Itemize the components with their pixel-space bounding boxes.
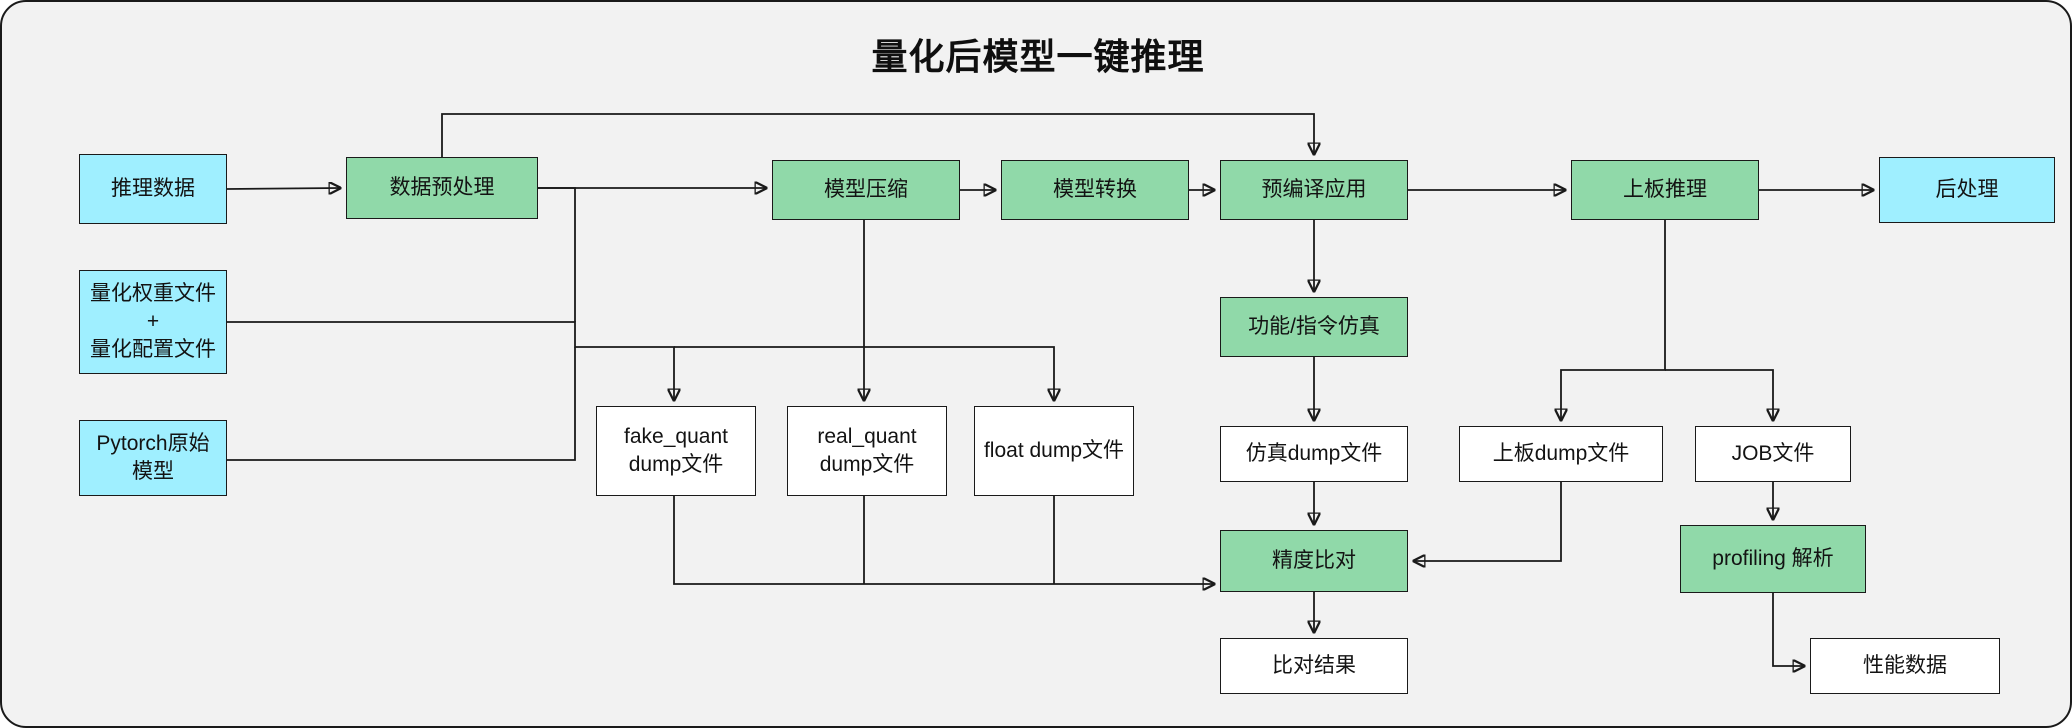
node-func_sim[interactable]: 功能/指令仿真 [1220, 297, 1408, 357]
edge-board-dump-to-accuracy-compare [1414, 482, 1562, 561]
node-pytorch_model[interactable]: Pytorch原始 模型 [79, 420, 227, 496]
edge-pytorch-model-to-float-dump [227, 347, 576, 461]
edge-preprocess-to-precompile-app [441, 113, 1314, 157]
node-job_file[interactable]: JOB文件 [1695, 426, 1851, 482]
edge-quant-files-to-fake-quant-dump [227, 321, 674, 400]
node-real_quant_dump[interactable]: real_quant dump文件 [787, 406, 947, 496]
node-inference_data[interactable]: 推理数据 [79, 154, 227, 224]
node-perf_data[interactable]: 性能数据 [1810, 638, 2000, 694]
node-preprocess[interactable]: 数据预处理 [346, 157, 538, 219]
node-sim_dump[interactable]: 仿真dump文件 [1220, 426, 1408, 482]
node-fake_quant_dump[interactable]: fake_quant dump文件 [596, 406, 756, 496]
node-accuracy_compare[interactable]: 精度比对 [1220, 530, 1408, 592]
node-float_dump[interactable]: float dump文件 [974, 406, 1134, 496]
node-model_convert[interactable]: 模型转换 [1001, 160, 1189, 220]
page-title: 量化后模型一键推理 [871, 36, 1205, 77]
edge-board-inference-to-job-file [1665, 369, 1773, 420]
edge-pytorch-model-to-float-dump-tail [674, 346, 1054, 400]
node-profiling_parse[interactable]: profiling 解析 [1680, 525, 1866, 593]
node-compare_result[interactable]: 比对结果 [1220, 638, 1408, 694]
edge-board-inference-to-board-dump [1561, 220, 1666, 420]
node-board_dump[interactable]: 上板dump文件 [1459, 426, 1663, 482]
node-precompile_app[interactable]: 预编译应用 [1220, 160, 1408, 220]
node-model_compress[interactable]: 模型压缩 [772, 160, 960, 220]
edge-profiling-parse-to-perf-data [1772, 593, 1804, 666]
node-board_inference[interactable]: 上板推理 [1571, 160, 1759, 220]
edge-preprocess-branch-down [538, 187, 576, 322]
node-postprocess[interactable]: 后处理 [1879, 157, 2055, 223]
edge-inference-data-to-preprocess [226, 188, 340, 189]
edge-fake-quant-dump-to-accuracy-compare [673, 496, 1214, 584]
node-quant_files[interactable]: 量化权重文件 + 量化配置文件 [79, 270, 227, 374]
